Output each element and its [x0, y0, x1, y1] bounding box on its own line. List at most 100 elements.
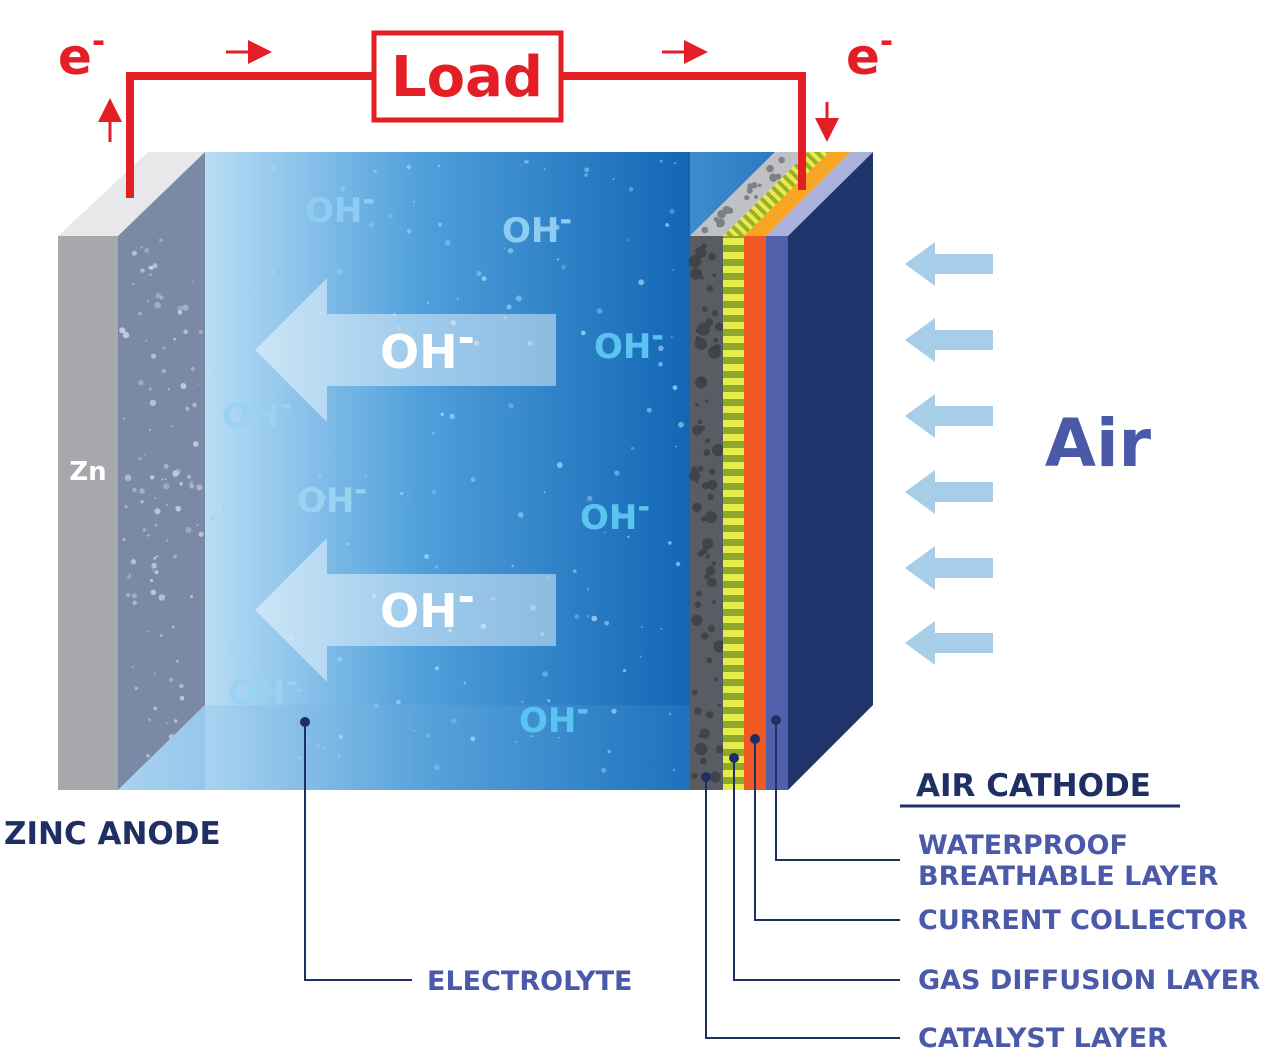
speckle	[119, 327, 126, 334]
catalyst-particle	[714, 677, 719, 682]
catalyst-particle	[700, 516, 707, 522]
bubble	[554, 224, 560, 230]
speckle	[179, 683, 184, 689]
bubble	[543, 491, 546, 494]
bubble	[406, 165, 411, 170]
bubble	[274, 341, 279, 347]
bubble	[665, 223, 670, 227]
catalyst-particle	[689, 470, 701, 482]
gas-diffusion-callout: GAS DIFFUSION LAYER	[729, 753, 1260, 996]
anode-side-face	[118, 152, 205, 790]
bubble	[601, 767, 607, 773]
speckle	[150, 353, 157, 359]
callout-line	[304, 722, 412, 981]
catalyst-particle	[692, 502, 702, 513]
speckle	[196, 484, 203, 491]
bubble	[660, 627, 663, 630]
bubble	[668, 712, 672, 716]
bubble	[511, 564, 514, 568]
speckle	[148, 387, 152, 391]
bubble	[546, 576, 549, 579]
electrolyte-callout: ELECTROLYTE	[300, 717, 632, 997]
bubble	[314, 375, 318, 379]
catalyst-particle	[706, 657, 713, 664]
speckle	[162, 346, 166, 350]
bubble	[316, 472, 323, 479]
current-collector	[744, 236, 766, 790]
bubble	[288, 634, 294, 640]
catalyst-particle	[747, 183, 754, 190]
speckle	[122, 331, 130, 339]
bubble	[372, 594, 377, 599]
catalyst-particle	[707, 493, 715, 501]
bubble	[242, 259, 245, 262]
catalyst-callout: CATALYST LAYER	[701, 772, 1168, 1054]
speckle	[190, 595, 193, 598]
speckle	[156, 555, 159, 558]
bubble	[412, 729, 416, 733]
bubble	[315, 508, 320, 513]
catalyst-particle	[700, 377, 707, 385]
electron-label-right: e-	[846, 22, 893, 86]
anode-front-face	[58, 236, 118, 790]
speckle	[154, 301, 161, 309]
speckle	[138, 379, 144, 386]
catalyst-particle	[688, 254, 702, 268]
bubble	[322, 494, 327, 500]
catalyst-particle	[775, 173, 782, 180]
speckle	[197, 383, 200, 385]
catalyst-particle	[705, 511, 717, 524]
bubble	[349, 286, 352, 289]
catalyst-particle	[712, 273, 716, 278]
bubble	[431, 489, 437, 495]
speckle	[190, 366, 195, 371]
catalyst-particle	[708, 252, 716, 261]
bubble	[622, 668, 627, 673]
speckle	[146, 753, 150, 758]
speckle	[132, 600, 137, 606]
bubble	[604, 620, 610, 626]
bubble	[263, 295, 266, 298]
bubble	[587, 615, 589, 617]
bubble	[490, 596, 495, 602]
load-label: Load	[391, 45, 543, 110]
speckle	[179, 482, 183, 486]
speckle	[123, 417, 126, 420]
speckle	[148, 265, 152, 270]
bubble	[515, 295, 522, 302]
bubble	[618, 511, 621, 515]
air-inflow-arrows	[905, 242, 993, 665]
bubble	[400, 491, 404, 496]
catalyst-particle	[744, 195, 750, 201]
speckle	[171, 625, 175, 629]
speckle	[149, 475, 155, 480]
bubble	[524, 159, 528, 164]
catalyst-particle	[713, 217, 719, 223]
speckle	[158, 594, 166, 601]
bubble	[587, 588, 590, 591]
catalyst-particle	[709, 771, 721, 783]
bubble	[253, 289, 259, 295]
catalyst-particle	[717, 703, 721, 707]
speckle	[131, 593, 137, 599]
bubble	[463, 681, 467, 685]
bubble	[580, 330, 586, 336]
bubble	[218, 369, 221, 372]
bubble	[434, 564, 439, 569]
air-arrow-icon	[905, 546, 993, 590]
speckle	[124, 474, 132, 482]
catalyst-particle	[694, 337, 708, 351]
bubble	[508, 403, 514, 409]
bubble	[450, 320, 456, 326]
speckle	[149, 428, 152, 431]
bubble	[227, 645, 234, 652]
speckle	[172, 554, 177, 559]
catalyst-particle	[695, 246, 707, 259]
bubble	[503, 247, 506, 250]
bubble	[319, 311, 324, 315]
bubble	[437, 164, 441, 167]
bubble	[348, 235, 351, 238]
bubble	[219, 371, 224, 376]
bubble	[470, 477, 476, 483]
bubble	[628, 186, 634, 192]
